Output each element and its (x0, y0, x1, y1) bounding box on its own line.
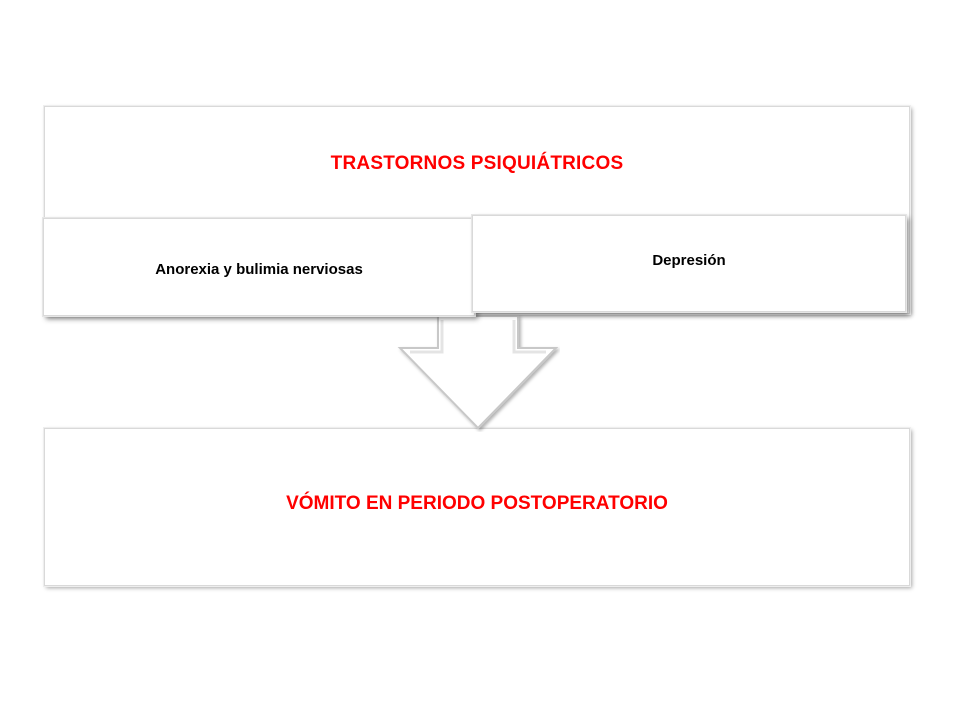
subcategory-label: Depresión (652, 252, 726, 269)
result-title: VÓMITO EN PERIODO POSTOPERATORIO (286, 493, 668, 514)
subcategory-box-anorexia-bulimia: Anorexia y bulimia nerviosas (43, 218, 475, 316)
subcategory-box-depression: Depresión (472, 215, 906, 312)
down-arrow-icon (397, 315, 559, 430)
result-box-postoperative-vomiting: VÓMITO EN PERIODO POSTOPERATORIO (44, 428, 910, 586)
subcategory-label: Anorexia y bulimia nerviosas (155, 260, 363, 278)
category-title: TRASTORNOS PSIQUIÁTRICOS (330, 153, 624, 174)
